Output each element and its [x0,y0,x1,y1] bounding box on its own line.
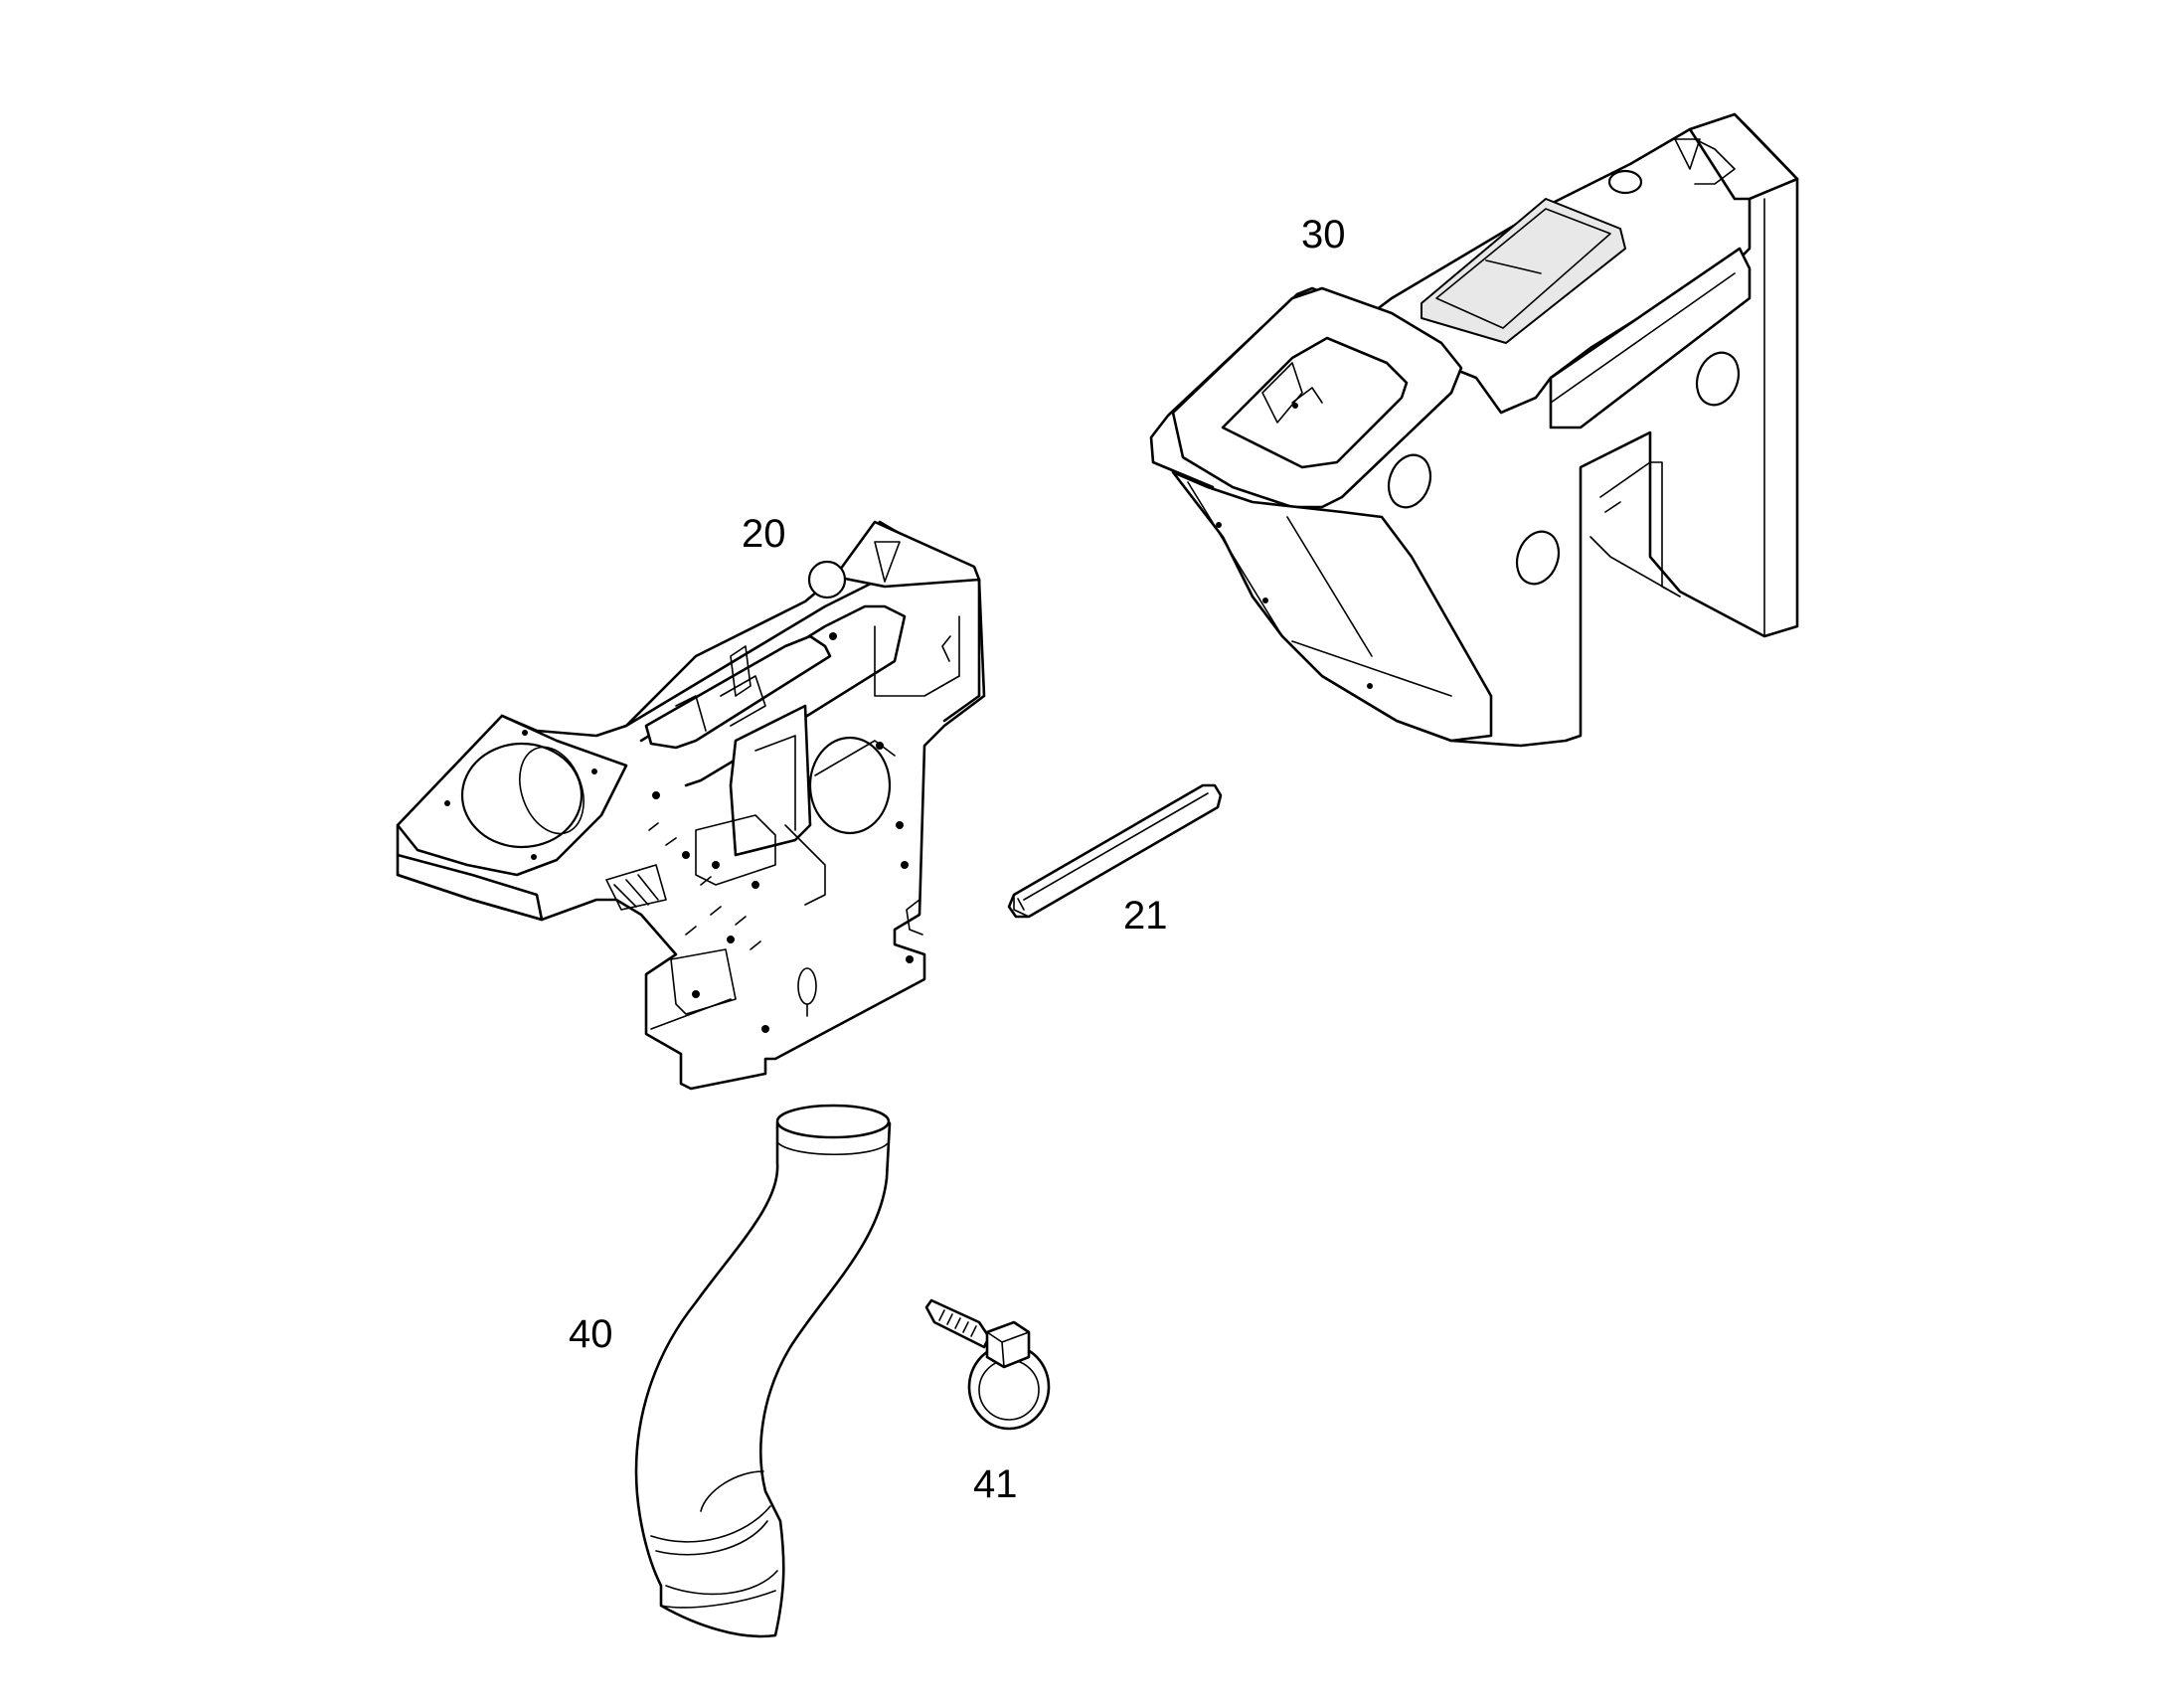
part-20-frame [396,520,986,1091]
part-41-cable-tie [924,1298,1051,1431]
part-30-housing [1149,112,1799,748]
part-label-20: 20 [742,512,786,556]
part-label-30: 30 [1301,213,1346,256]
part-21-seal-strip [1007,783,1223,919]
part-40-duct-hose [634,1104,892,1638]
part-label-41: 41 [973,1462,1018,1506]
part-label-40: 40 [569,1312,613,1356]
part-label-21: 21 [1123,894,1168,938]
